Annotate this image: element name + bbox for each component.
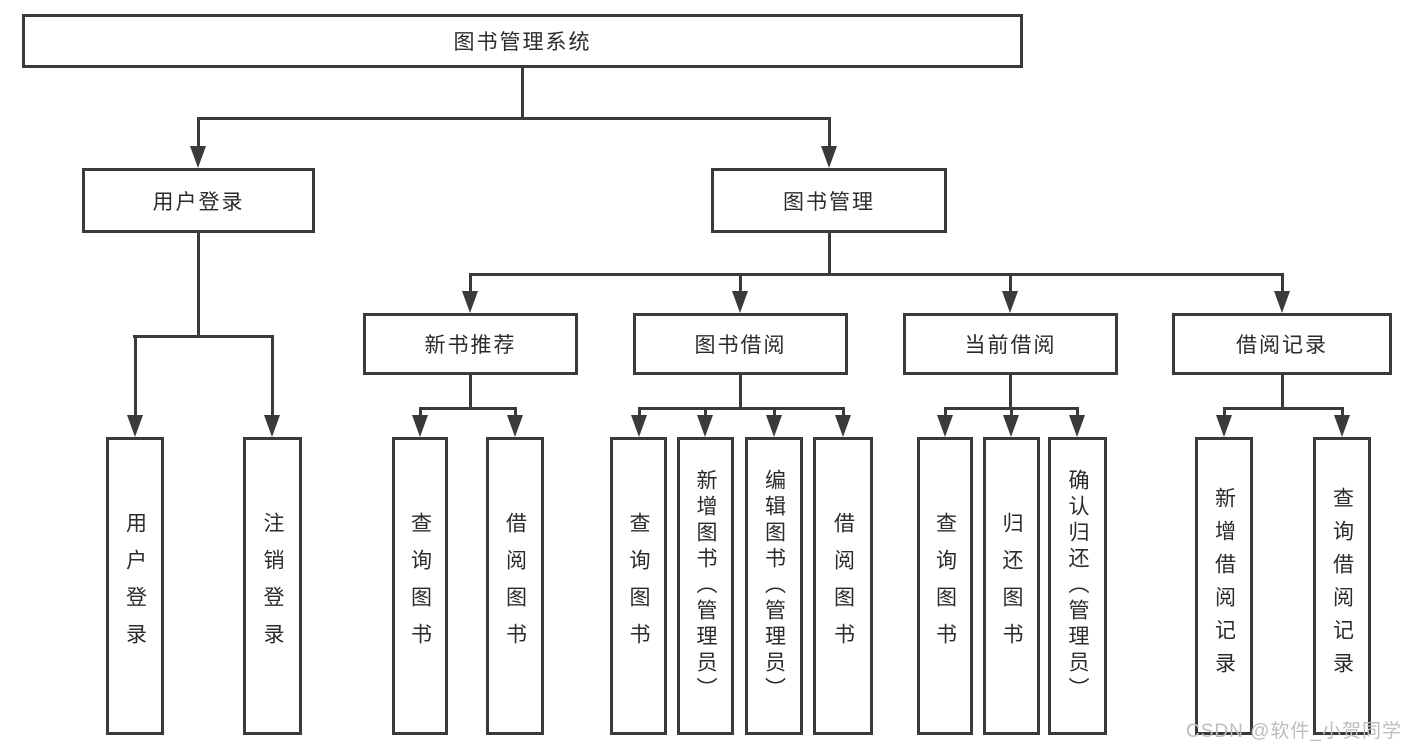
connector-root-drop-right xyxy=(828,117,831,149)
csdn-watermark: CSDN @软件_小贺同学 xyxy=(1186,721,1402,742)
arrow-down-icon xyxy=(1002,291,1018,313)
node-book-mgmt-label: 图书管理 xyxy=(783,190,875,214)
arrow-down-icon xyxy=(507,415,523,437)
arrow-down-icon xyxy=(127,415,143,437)
leaf-query-borrow-record-label: 查询借阅记录 xyxy=(1330,487,1354,685)
leaf-query-book-rec: 查询图书 xyxy=(392,437,448,735)
node-root-label: 图书管理系统 xyxy=(453,31,592,54)
connector-rec-drop-2 xyxy=(514,407,517,419)
leaf-logout-login: 注销登录 xyxy=(243,437,302,735)
node-book-mgmt: 图书管理 xyxy=(711,168,947,233)
leaf-confirm-return-admin: 确认归还（管理员） xyxy=(1048,437,1107,735)
connector-borrow-stem xyxy=(739,375,742,409)
leaf-return-book: 归还图书 xyxy=(983,437,1040,735)
leaf-borrow-book-rec-label: 借阅图书 xyxy=(503,512,527,660)
connector-records-rail xyxy=(1223,407,1344,410)
node-book-borrow: 图书借阅 xyxy=(633,313,848,375)
connector-rec-rail xyxy=(419,407,517,410)
connector-mgmt-drop-2 xyxy=(739,273,742,295)
arrow-down-icon xyxy=(766,415,782,437)
connector-mgmt-drop-4 xyxy=(1281,273,1284,295)
connector-rec-drop-1 xyxy=(419,407,422,419)
arrow-down-icon xyxy=(1003,415,1019,437)
connector-login-drop-1 xyxy=(134,335,137,417)
leaf-query-borrow-record: 查询借阅记录 xyxy=(1313,437,1371,735)
leaf-user-login: 用户登录 xyxy=(106,437,164,735)
leaf-add-book-admin-label: 新增图书（管理员） xyxy=(694,469,717,703)
node-new-book-rec: 新书推荐 xyxy=(363,313,578,375)
arrow-down-icon xyxy=(697,415,713,437)
connector-mgmt-drop-1 xyxy=(469,273,472,295)
arrow-down-icon xyxy=(732,291,748,313)
arrow-down-icon xyxy=(264,415,280,437)
leaf-borrow-book-borrow: 借阅图书 xyxy=(813,437,873,735)
leaf-borrow-book-rec: 借阅图书 xyxy=(486,437,544,735)
connector-current-drop-2 xyxy=(1010,407,1013,419)
node-borrow-records-label: 借阅记录 xyxy=(1236,334,1328,357)
connector-root-stem xyxy=(521,68,524,117)
arrow-down-icon xyxy=(835,415,851,437)
connector-login-rail xyxy=(133,335,274,338)
connector-mgmt-drop-3 xyxy=(1009,273,1012,295)
arrow-down-icon xyxy=(631,415,647,437)
connector-current-drop-3 xyxy=(1076,407,1079,419)
node-root: 图书管理系统 xyxy=(22,14,1023,68)
leaf-add-borrow-record-label: 新增借阅记录 xyxy=(1212,487,1236,685)
connector-rec-stem xyxy=(469,375,472,409)
node-borrow-records: 借阅记录 xyxy=(1172,313,1392,375)
leaf-return-book-label: 归还图书 xyxy=(1000,512,1023,660)
connector-records-stem xyxy=(1281,375,1284,409)
connector-current-drop-1 xyxy=(944,407,947,419)
leaf-confirm-return-admin-label: 确认归还（管理员） xyxy=(1066,469,1089,703)
leaf-add-borrow-record: 新增借阅记录 xyxy=(1195,437,1253,735)
leaf-query-book-borrow: 查询图书 xyxy=(610,437,667,735)
node-book-borrow-label: 图书借阅 xyxy=(694,334,787,357)
connector-borrow-rail xyxy=(638,407,845,410)
leaf-query-book-borrow-label: 查询图书 xyxy=(627,512,650,660)
arrow-down-icon xyxy=(1216,415,1232,437)
leaf-logout-login-label: 注销登录 xyxy=(261,512,284,660)
leaf-borrow-book-borrow-label: 借阅图书 xyxy=(831,512,855,660)
arrow-down-icon xyxy=(937,415,953,437)
connector-root-drop-left xyxy=(197,117,200,149)
leaf-query-book-current: 查询图书 xyxy=(917,437,973,735)
connector-login-drop-2 xyxy=(271,335,274,417)
leaf-query-book-rec-label: 查询图书 xyxy=(408,512,432,660)
arrow-down-icon xyxy=(190,146,206,168)
arrow-down-icon xyxy=(821,146,837,168)
node-current-borrow: 当前借阅 xyxy=(903,313,1118,375)
connector-records-drop-2 xyxy=(1341,407,1344,419)
node-user-login-label: 用户登录 xyxy=(152,190,245,214)
connector-login-stem xyxy=(197,233,200,336)
leaf-edit-book-admin: 编辑图书（管理员） xyxy=(745,437,803,735)
arrow-down-icon xyxy=(1334,415,1350,437)
arrow-down-icon xyxy=(412,415,428,437)
arrow-down-icon xyxy=(1274,291,1290,313)
connector-borrow-drop-2 xyxy=(704,407,707,419)
connector-mgmt-stem xyxy=(828,233,831,275)
connector-records-drop-1 xyxy=(1223,407,1226,419)
leaf-edit-book-admin-label: 编辑图书（管理员） xyxy=(762,469,786,703)
node-user-login: 用户登录 xyxy=(82,168,315,233)
leaf-user-login-label: 用户登录 xyxy=(123,512,147,660)
connector-borrow-drop-1 xyxy=(638,407,641,419)
connector-mgmt-rail xyxy=(469,273,1283,276)
arrow-down-icon xyxy=(462,291,478,313)
leaf-query-book-current-label: 查询图书 xyxy=(933,512,957,660)
connector-current-stem xyxy=(1009,375,1012,409)
connector-borrow-drop-3 xyxy=(773,407,776,419)
leaf-add-book-admin: 新增图书（管理员） xyxy=(677,437,734,735)
connector-root-rail xyxy=(197,117,831,120)
node-new-book-rec-label: 新书推荐 xyxy=(424,334,517,357)
arrow-down-icon xyxy=(1069,415,1085,437)
connector-borrow-drop-4 xyxy=(842,407,845,419)
node-current-borrow-label: 当前借阅 xyxy=(964,334,1057,357)
